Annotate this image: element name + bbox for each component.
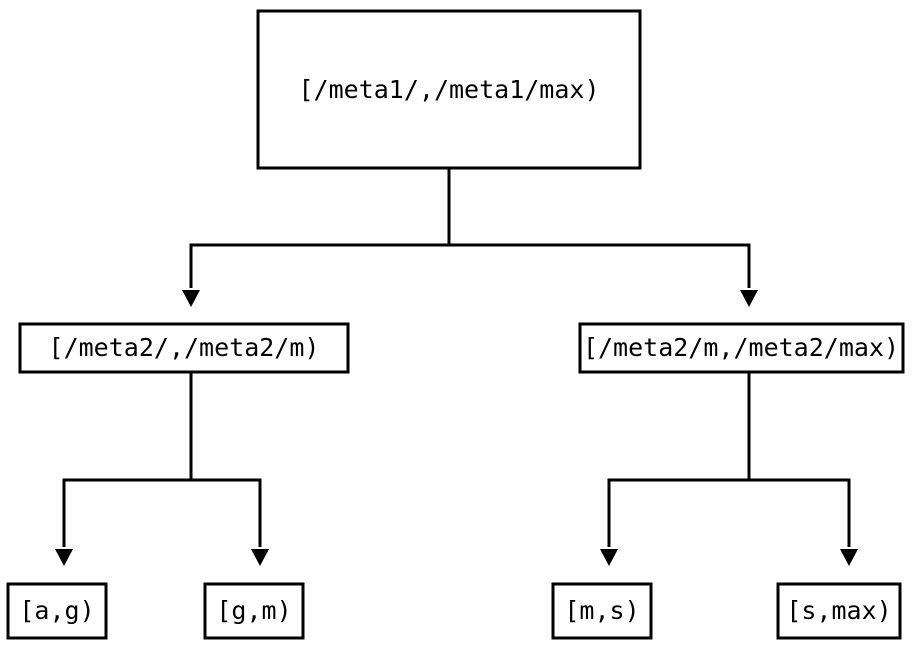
edge-mid-left-to-leaf-1 <box>55 372 193 566</box>
node-leaf-1-label: [a,g) <box>19 596 94 625</box>
node-leaf-3-box[interactable] <box>551 582 653 640</box>
node-mid-left[interactable]: [/meta2/,/meta2/m) <box>18 322 350 374</box>
node-leaf-2-label: [g,m) <box>216 596 291 625</box>
node-leaf-3[interactable]: [m,s) <box>551 582 653 640</box>
node-mid-right[interactable]: [/meta2/m,/meta2/max) <box>578 322 905 374</box>
edge-mid-right-to-leaf-3 <box>600 372 751 566</box>
node-root-box[interactable] <box>256 9 642 170</box>
node-leaf-4[interactable]: [s,max) <box>776 582 902 640</box>
node-leaf-3-label: [m,s) <box>564 596 639 625</box>
edge-mid-left-to-leaf-2 <box>191 478 269 566</box>
node-mid-left-box[interactable] <box>18 322 350 374</box>
edge-path <box>191 478 262 547</box>
edge-root-to-mid-left <box>182 168 451 307</box>
node-mid-right-label: [/meta2/m,/meta2/max) <box>583 333 899 362</box>
arrowhead-icon <box>740 290 758 307</box>
node-mid-right-box[interactable] <box>578 322 905 374</box>
arrowhead-icon <box>55 549 73 566</box>
arrowhead-icon <box>182 290 200 307</box>
edge-path <box>607 372 751 547</box>
node-leaf-4-box[interactable] <box>776 582 902 640</box>
node-leaf-2[interactable]: [g,m) <box>203 582 305 640</box>
edge-path <box>449 243 751 288</box>
node-root[interactable]: [/meta1/,/meta1/max) <box>256 9 642 170</box>
node-leaf-1-box[interactable] <box>6 582 108 640</box>
arrowhead-icon <box>251 549 269 566</box>
edge-path <box>62 372 193 547</box>
node-leaf-2-box[interactable] <box>203 582 305 640</box>
arrowhead-icon <box>840 549 858 566</box>
edge-path <box>749 478 851 547</box>
node-mid-left-label: [/meta2/,/meta2/m) <box>49 333 320 362</box>
node-leaf-4-label: [s,max) <box>786 596 891 625</box>
edge-mid-right-to-leaf-4 <box>749 478 858 566</box>
node-root-label: [/meta1/,/meta1/max) <box>298 75 599 104</box>
node-leaf-1[interactable]: [a,g) <box>6 582 108 640</box>
edge-root-to-mid-right <box>449 243 758 307</box>
arrowhead-icon <box>600 549 618 566</box>
edge-path <box>189 168 451 288</box>
